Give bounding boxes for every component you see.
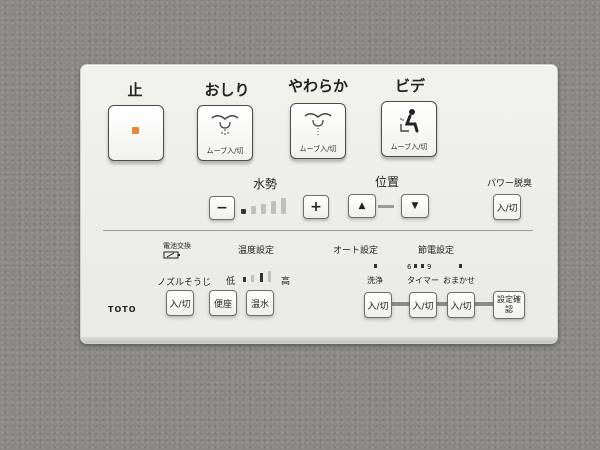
- oshiri-button[interactable]: ムーブ入/切: [197, 105, 253, 161]
- bidet-button[interactable]: ムーブ入/切: [381, 101, 437, 157]
- power-deodorize-label: パワー脱臭: [487, 179, 533, 189]
- water-pressure-label: 水勢: [253, 177, 278, 191]
- timer-9h-label: 9: [427, 263, 432, 271]
- water-pressure-level-indicator: [239, 197, 301, 217]
- rear-wash-icon: [211, 115, 239, 135]
- stop-button[interactable]: [108, 105, 164, 161]
- bidet-label: ビデ: [394, 77, 425, 95]
- bidet-move-label: ムーブ入/切: [390, 143, 428, 151]
- stop-indicator-icon: [132, 127, 139, 134]
- temperature-label: 温度設定: [238, 246, 275, 256]
- nozzle-clean-label: ノズルそうじ: [157, 278, 212, 288]
- timer-9h-indicator: [421, 264, 424, 268]
- yawaraka-move-label: ムーブ入/切: [299, 145, 337, 153]
- power-deodorize-button[interactable]: 入/切: [493, 194, 521, 220]
- omakase-label: おまかせ: [443, 276, 475, 285]
- yawaraka-button[interactable]: ムーブ入/切: [290, 103, 346, 159]
- soft-wash-icon: [304, 113, 332, 135]
- auto-wash-indicator: [374, 264, 377, 268]
- battery-icon: [163, 251, 180, 259]
- seat-temp-button[interactable]: 便座: [209, 290, 237, 316]
- water-temp-button[interactable]: 温水: [246, 290, 274, 316]
- timer-label: タイマー: [407, 276, 439, 285]
- water-pressure-minus-button[interactable]: −: [209, 196, 235, 220]
- auto-wash-label: 洗浄: [367, 276, 383, 285]
- timer-6h-indicator: [414, 264, 417, 268]
- stop-label: 止: [127, 81, 143, 99]
- temp-low-label: 低: [226, 277, 236, 287]
- water-pressure-plus-button[interactable]: +: [303, 195, 329, 219]
- omakase-indicator: [459, 264, 462, 268]
- auto-wash-button[interactable]: 入/切: [364, 292, 392, 318]
- toilet-remote-panel: 止 おしり やわらか ビデ ムーブ入/切 ムーブ入/切: [80, 64, 558, 344]
- settings-confirm-button[interactable]: 設定確認: [493, 291, 525, 319]
- button-rail: [381, 302, 511, 306]
- position-up-button[interactable]: ▲: [348, 194, 376, 218]
- panel-edge: [81, 337, 557, 343]
- toto-logo: TOTO: [108, 305, 137, 314]
- oshiri-move-label: ムーブ入/切: [206, 147, 244, 155]
- nozzle-clean-button[interactable]: 入/切: [166, 290, 194, 316]
- energy-setting-label: 節電設定: [418, 246, 455, 256]
- timer-button[interactable]: 入/切: [409, 292, 437, 318]
- yawaraka-label: やわらか: [287, 77, 348, 95]
- section-divider: [103, 230, 533, 231]
- timer-6h-label: 6: [407, 263, 412, 271]
- auto-setting-label: オート設定: [333, 246, 379, 256]
- oshiri-label: おしり: [204, 81, 250, 99]
- omakase-button[interactable]: 入/切: [447, 292, 475, 318]
- position-down-button[interactable]: ▼: [401, 194, 429, 218]
- battery-label: 電池交換: [163, 242, 191, 250]
- bidet-icon: [400, 109, 419, 133]
- position-label: 位置: [375, 175, 400, 189]
- position-connector: [378, 205, 394, 208]
- temperature-level-indicator: [239, 269, 279, 285]
- temp-high-label: 高: [281, 277, 291, 287]
